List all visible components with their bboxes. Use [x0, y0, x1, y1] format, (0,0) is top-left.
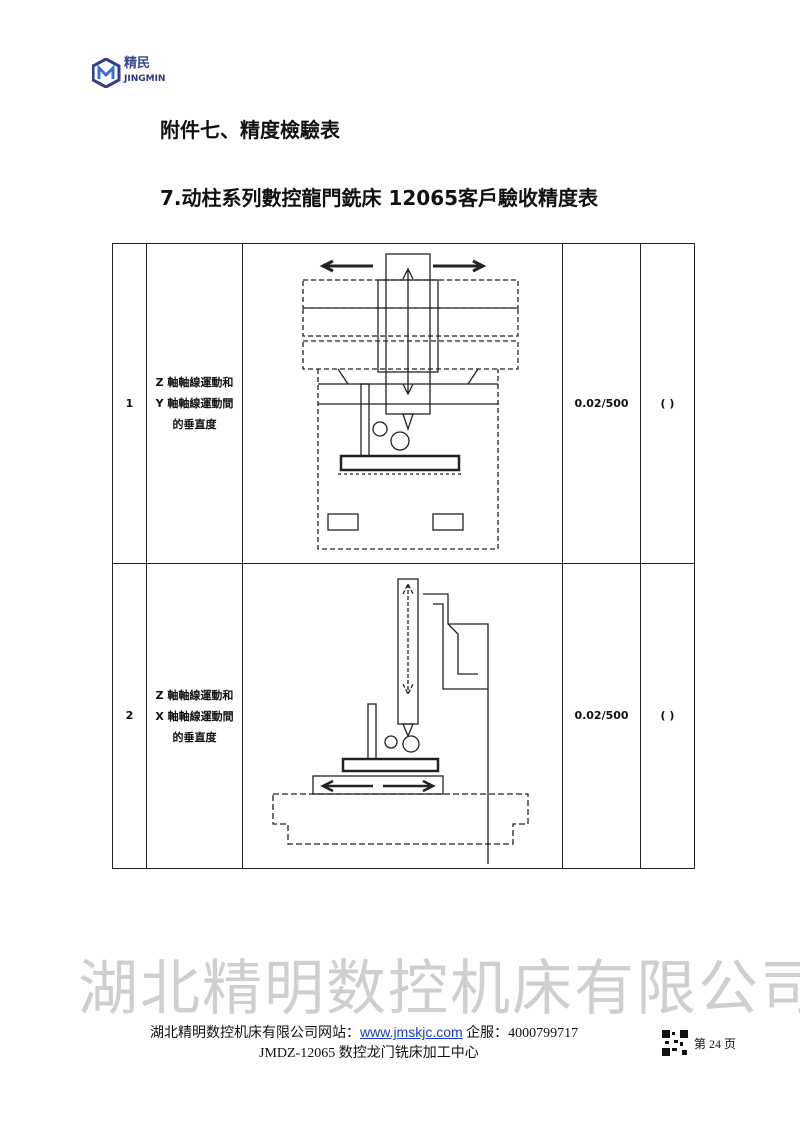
logo-text-en: JINGMIN: [124, 74, 166, 84]
tolerance-value: 0.02/500: [562, 243, 641, 564]
website-link[interactable]: www.jmskjc.com: [360, 1024, 463, 1040]
result-field[interactable]: ( ): [640, 243, 695, 564]
desc-line: 的垂直度: [172, 418, 217, 431]
qr-code-icon: [662, 1030, 688, 1056]
row-number: 1: [112, 243, 147, 564]
desc-line: Y 軸軸線運動間: [155, 397, 234, 410]
footer-line-1: 湖北精明数控机床有限公司网站：www.jmskjc.com 企服：4000799…: [150, 1024, 578, 1042]
page-number: 第 24 页: [694, 1037, 737, 1051]
desc-line: X 軸軸線運動間: [155, 709, 234, 723]
row-description: Z 軸軸線運動和 X 軸軸線運動間 的垂直度: [146, 563, 243, 869]
row-number: 2: [112, 563, 147, 869]
table-title: 7.动柱系列數控龍門銑床 12065客戶驗收精度表: [160, 186, 599, 210]
desc-line: 的垂直度: [172, 730, 217, 744]
jingmin-logo: [92, 58, 121, 88]
table-row: 1 Z 軸軸線運動和 Y 軸軸線運動間 的垂直度 0.02/500 ( ): [112, 243, 695, 564]
zy-perpendicularity-diagram: [302, 253, 519, 550]
footer-service: 企服：4000799717: [462, 1026, 579, 1041]
logo-text-cn: 精民: [124, 56, 151, 71]
diagram-cell: [242, 563, 563, 869]
result-field[interactable]: ( ): [640, 563, 695, 869]
appendix-title: 附件七、精度檢驗表: [160, 118, 340, 142]
row-description: Z 軸軸線運動和 Y 軸軸線運動間 的垂直度: [146, 243, 243, 564]
tolerance-value: 0.02/500: [562, 563, 641, 869]
zx-perpendicularity-diagram: [272, 578, 529, 864]
precision-table: 1 Z 軸軸線運動和 Y 軸軸線運動間 的垂直度 0.02/500 ( ) 2 …: [112, 243, 695, 869]
footer-line-2: JMDZ-12065 数控龙门铣床加工中心: [259, 1046, 479, 1061]
desc-line: Z 軸軸線運動和: [155, 376, 234, 389]
table-row: 2 Z 軸軸線運動和 X 軸軸線運動間 的垂直度 0.02/500 ( ): [112, 563, 695, 869]
footer-company: 湖北精明数控机床有限公司网站：: [150, 1026, 360, 1041]
desc-line: Z 軸軸線運動和: [155, 688, 234, 702]
diagram-cell: [242, 243, 563, 564]
watermark: 湖北精明数控机床有限公司: [78, 954, 800, 1024]
